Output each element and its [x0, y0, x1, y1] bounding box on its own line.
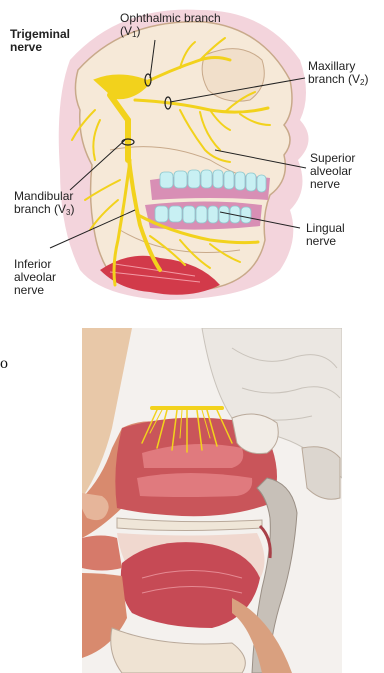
trigeminal-diagram: Trigeminal nerve Ophthalmic branch (V1) … — [0, 0, 384, 318]
trigeminal-nerve-label: Trigeminal nerve — [10, 28, 90, 54]
ophthalmic-branch-label: Ophthalmic branch (V1) — [120, 12, 230, 41]
maxillary-branch-label: Maxillary branch (V2) — [308, 60, 384, 89]
inferior-alveolar-nerve-label: Inferior alveolar nerve — [14, 258, 74, 297]
superior-alveolar-nerve-label: Superior alveolar nerve — [310, 152, 380, 191]
sagittal-illustration — [82, 328, 342, 673]
stray-letter: o — [0, 355, 8, 373]
head-sagittal-section — [82, 328, 342, 673]
mandibular-branch-label: Mandibular branch (V3) — [14, 190, 110, 219]
lingual-nerve-label: Lingual nerve — [306, 222, 376, 248]
